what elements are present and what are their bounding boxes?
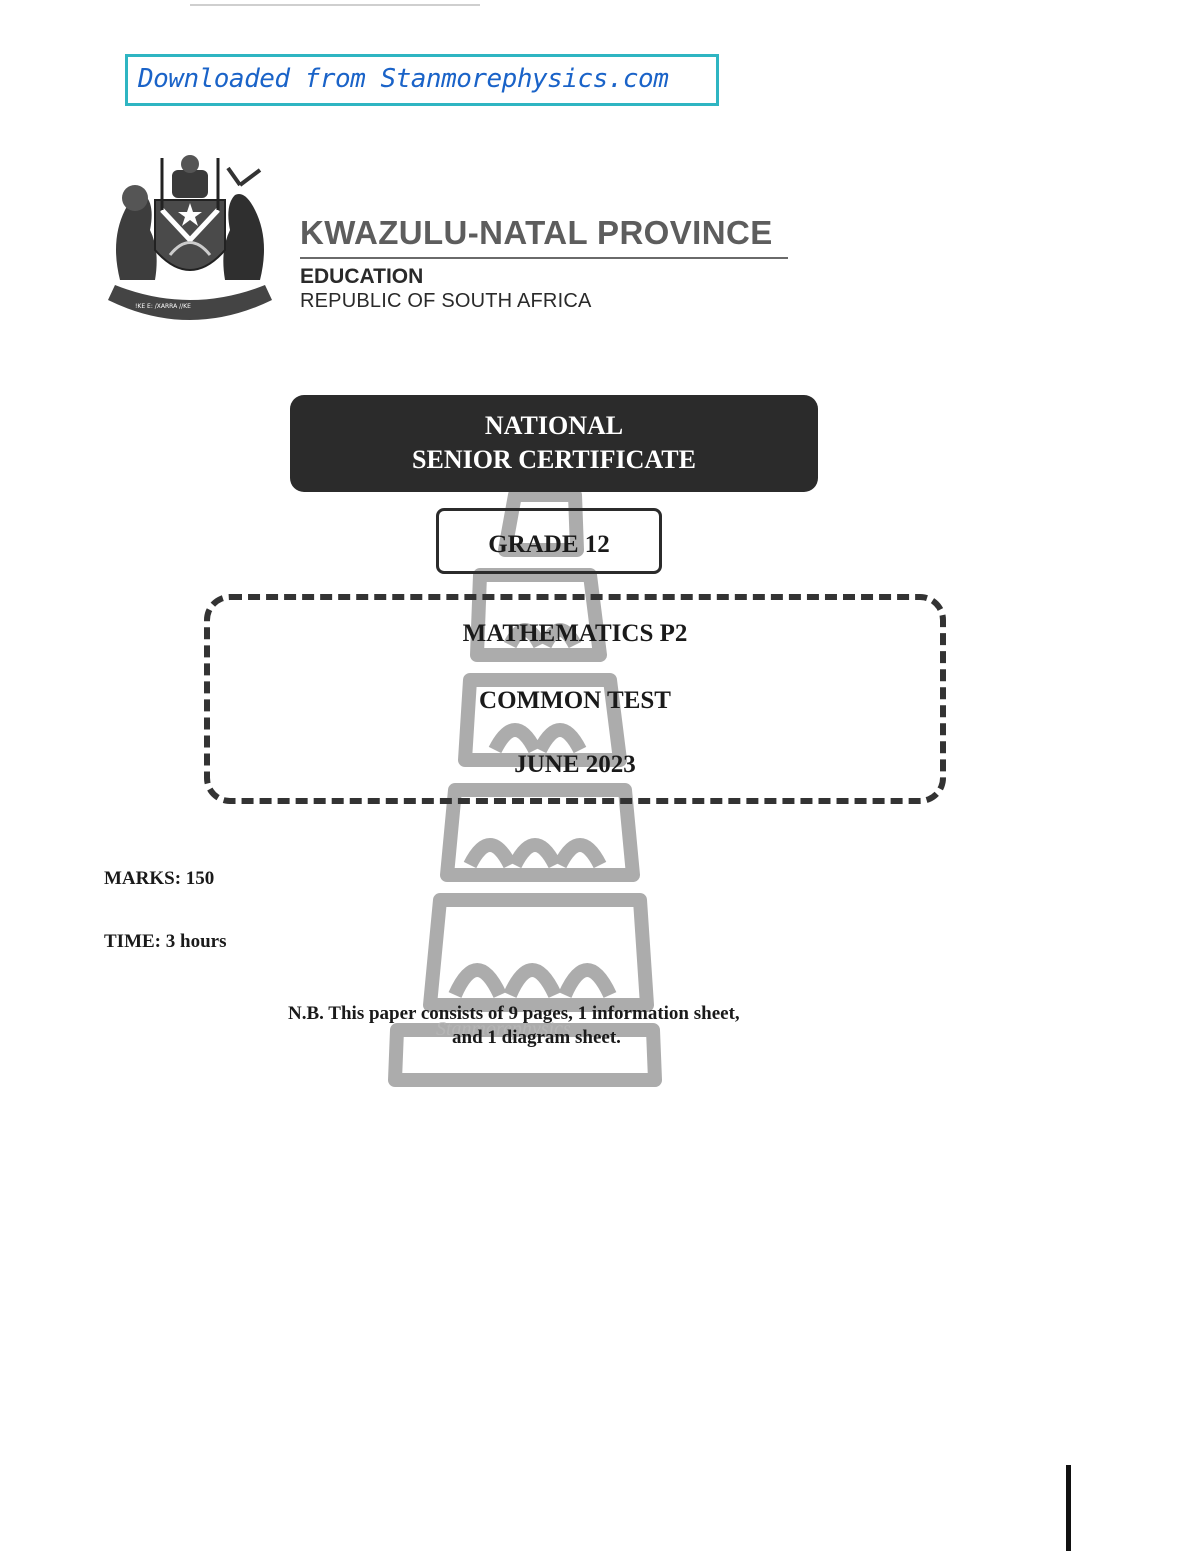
note-line-1: N.B. This paper consists of 9 pages, 1 i…	[288, 1003, 740, 1024]
download-banner-text[interactable]: Downloaded from Stanmorephysics.com	[138, 64, 669, 94]
download-banner[interactable]: Downloaded from Stanmorephysics.com	[125, 54, 719, 106]
svg-text:!KE E: /XARRA //KE: !KE E: /XARRA //KE	[135, 303, 191, 310]
time-label: TIME: 3 hours	[104, 931, 227, 952]
watermark-text: Stanmorephysics	[436, 1018, 571, 1040]
province-divider	[300, 257, 788, 259]
certificate-line-1: NATIONAL	[484, 411, 624, 440]
country-label: REPUBLIC OF SOUTH AFRICA	[300, 290, 592, 312]
south-africa-coat-of-arms-icon: !KE E: /XARRA //KE	[108, 155, 272, 320]
scan-margin-mark	[1066, 1465, 1071, 1551]
marks-label: MARKS: 150	[104, 868, 215, 889]
note-line-2: and 1 diagram sheet.	[452, 1027, 621, 1048]
subject-label: MATHEMATICS P2	[462, 620, 688, 647]
department-label: EDUCATION	[300, 265, 424, 288]
paper-info-box	[204, 594, 946, 804]
scan-artifact-line	[190, 4, 480, 6]
province-title: KWAZULU-NATAL PROVINCE	[300, 214, 773, 251]
paper-date-label: JUNE 2023	[514, 751, 636, 778]
leaning-tower-icon	[388, 488, 662, 1087]
paper-type-label: COMMON TEST	[479, 687, 671, 714]
grade-box: GRADE 12	[436, 508, 662, 574]
certificate-header-box: NATIONAL SENIOR CERTIFICATE	[290, 395, 818, 492]
certificate-line-2: SENIOR CERTIFICATE	[412, 445, 696, 474]
grade-label: GRADE 12	[488, 531, 610, 558]
